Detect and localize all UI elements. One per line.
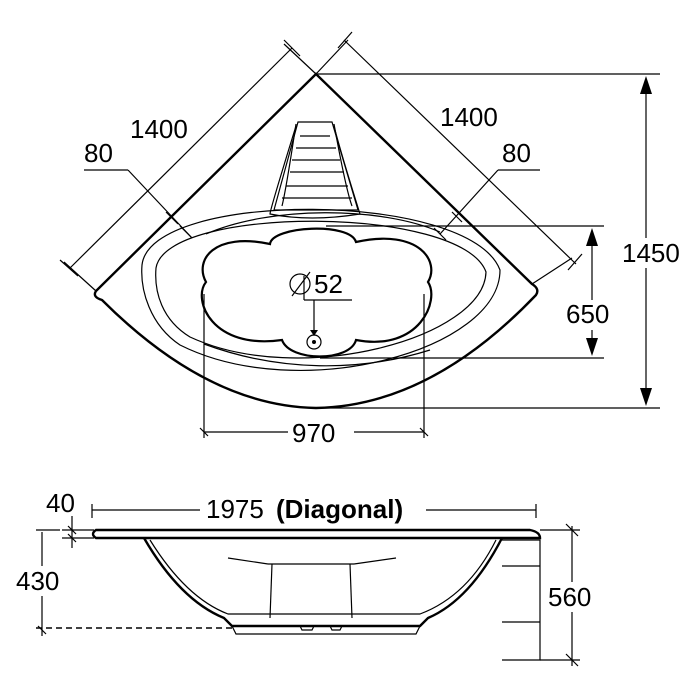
inner-depth-label: 650 [566, 299, 609, 329]
dimension-rim-left: 80 [84, 138, 193, 239]
rim-width-right-label: 80 [502, 138, 531, 168]
interior-depth-label: 430 [16, 566, 59, 596]
basin-width-label: 970 [292, 418, 335, 448]
overall-depth-label: 1450 [622, 238, 680, 268]
side-length-left-label: 1400 [130, 114, 188, 144]
rim-arc-top [205, 212, 441, 235]
dimension-basin-width: 970 [199, 294, 429, 448]
diagonal-length-label: 1975 [206, 494, 264, 524]
dimension-overall-height: 560 [540, 523, 602, 667]
diameter-symbol [289, 273, 311, 295]
side-rim [91, 528, 542, 540]
dimension-right-side: 1400 [315, 31, 583, 285]
dimension-left-side: 1400 [59, 39, 317, 292]
dimension-rim-thickness: 40 [46, 488, 94, 548]
rim-oval-outer [141, 208, 501, 371]
dimension-inner-depth: 650 [320, 225, 620, 359]
dimension-interior-depth: 430 [14, 529, 232, 636]
side-view: 1975 (Diagonal) 40 430 [14, 488, 602, 667]
plan-view: 52 1400 1400 80 [59, 31, 680, 448]
rim-thickness-label: 40 [46, 488, 75, 518]
rim-width-left-label: 80 [84, 138, 113, 168]
rim-arc-bottom [203, 343, 431, 367]
overall-height-label: 560 [548, 582, 591, 612]
side-length-right-label: 1400 [440, 102, 498, 132]
dimension-rim-right: 80 [433, 138, 540, 241]
side-bowl [142, 537, 504, 628]
basin-clover [200, 227, 433, 358]
dimension-overall-depth: 1450 [316, 73, 680, 409]
dimension-diagonal: 1975 (Diagonal) [91, 492, 537, 524]
waste-diameter-label: 52 [314, 269, 343, 299]
rim-oval-inner [155, 220, 487, 359]
diagonal-qualifier-label: (Diagonal) [276, 494, 403, 524]
backrest [269, 121, 361, 219]
side-frame [502, 539, 541, 661]
